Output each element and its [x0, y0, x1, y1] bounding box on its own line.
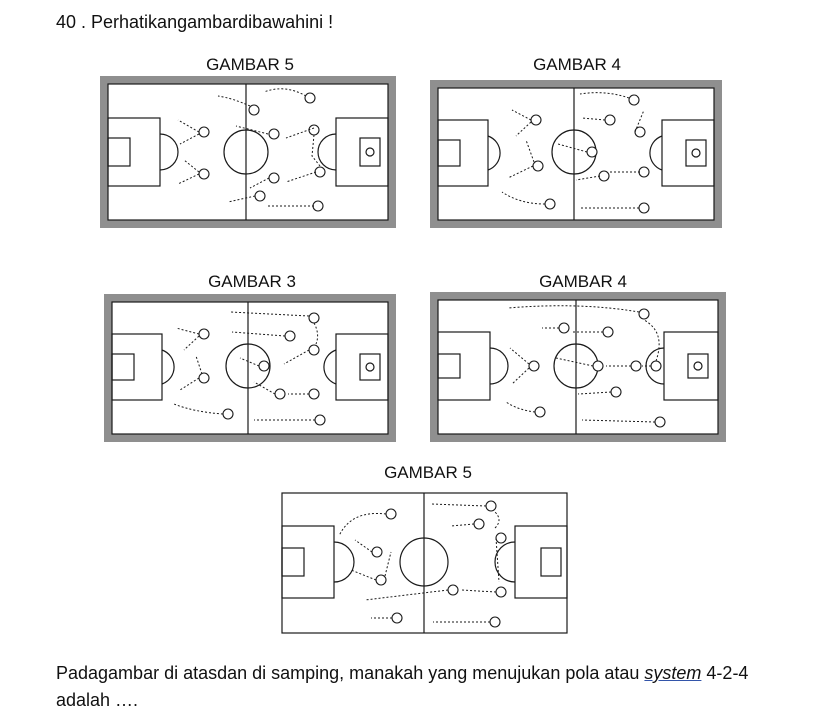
- figure-title-4: GAMBAR 4: [539, 272, 627, 291]
- figure-title-1: GAMBAR 5: [206, 55, 294, 74]
- formation-figure-4: [430, 292, 726, 442]
- figure-title-3: GAMBAR 3: [208, 272, 296, 291]
- question-text: 40 . Perhatikangambardibawahini !: [56, 12, 334, 32]
- formation-figure-3: [104, 294, 396, 442]
- soccer-field-diagram: [111, 301, 389, 435]
- figure-title-5: GAMBAR 5: [384, 463, 472, 482]
- soccer-field-diagram: [437, 87, 715, 221]
- formation-figure-1: [100, 76, 396, 228]
- answer-question: Padagambar di atasdan di samping, manaka…: [56, 660, 836, 714]
- answer-text-line2: adalah ….: [56, 690, 139, 710]
- soccer-field-diagram: [437, 299, 719, 435]
- soccer-field-diagram: [281, 492, 568, 634]
- answer-text-after: 4-2-4: [701, 663, 749, 683]
- formation-figure-2: [430, 80, 722, 228]
- system-term: system: [644, 663, 702, 683]
- figure-title-2: GAMBAR 4: [533, 55, 621, 74]
- answer-text-before: Padagambar di atasdan di samping, manaka…: [56, 663, 645, 683]
- formation-figure-5: [281, 492, 568, 634]
- soccer-field-diagram: [107, 83, 389, 221]
